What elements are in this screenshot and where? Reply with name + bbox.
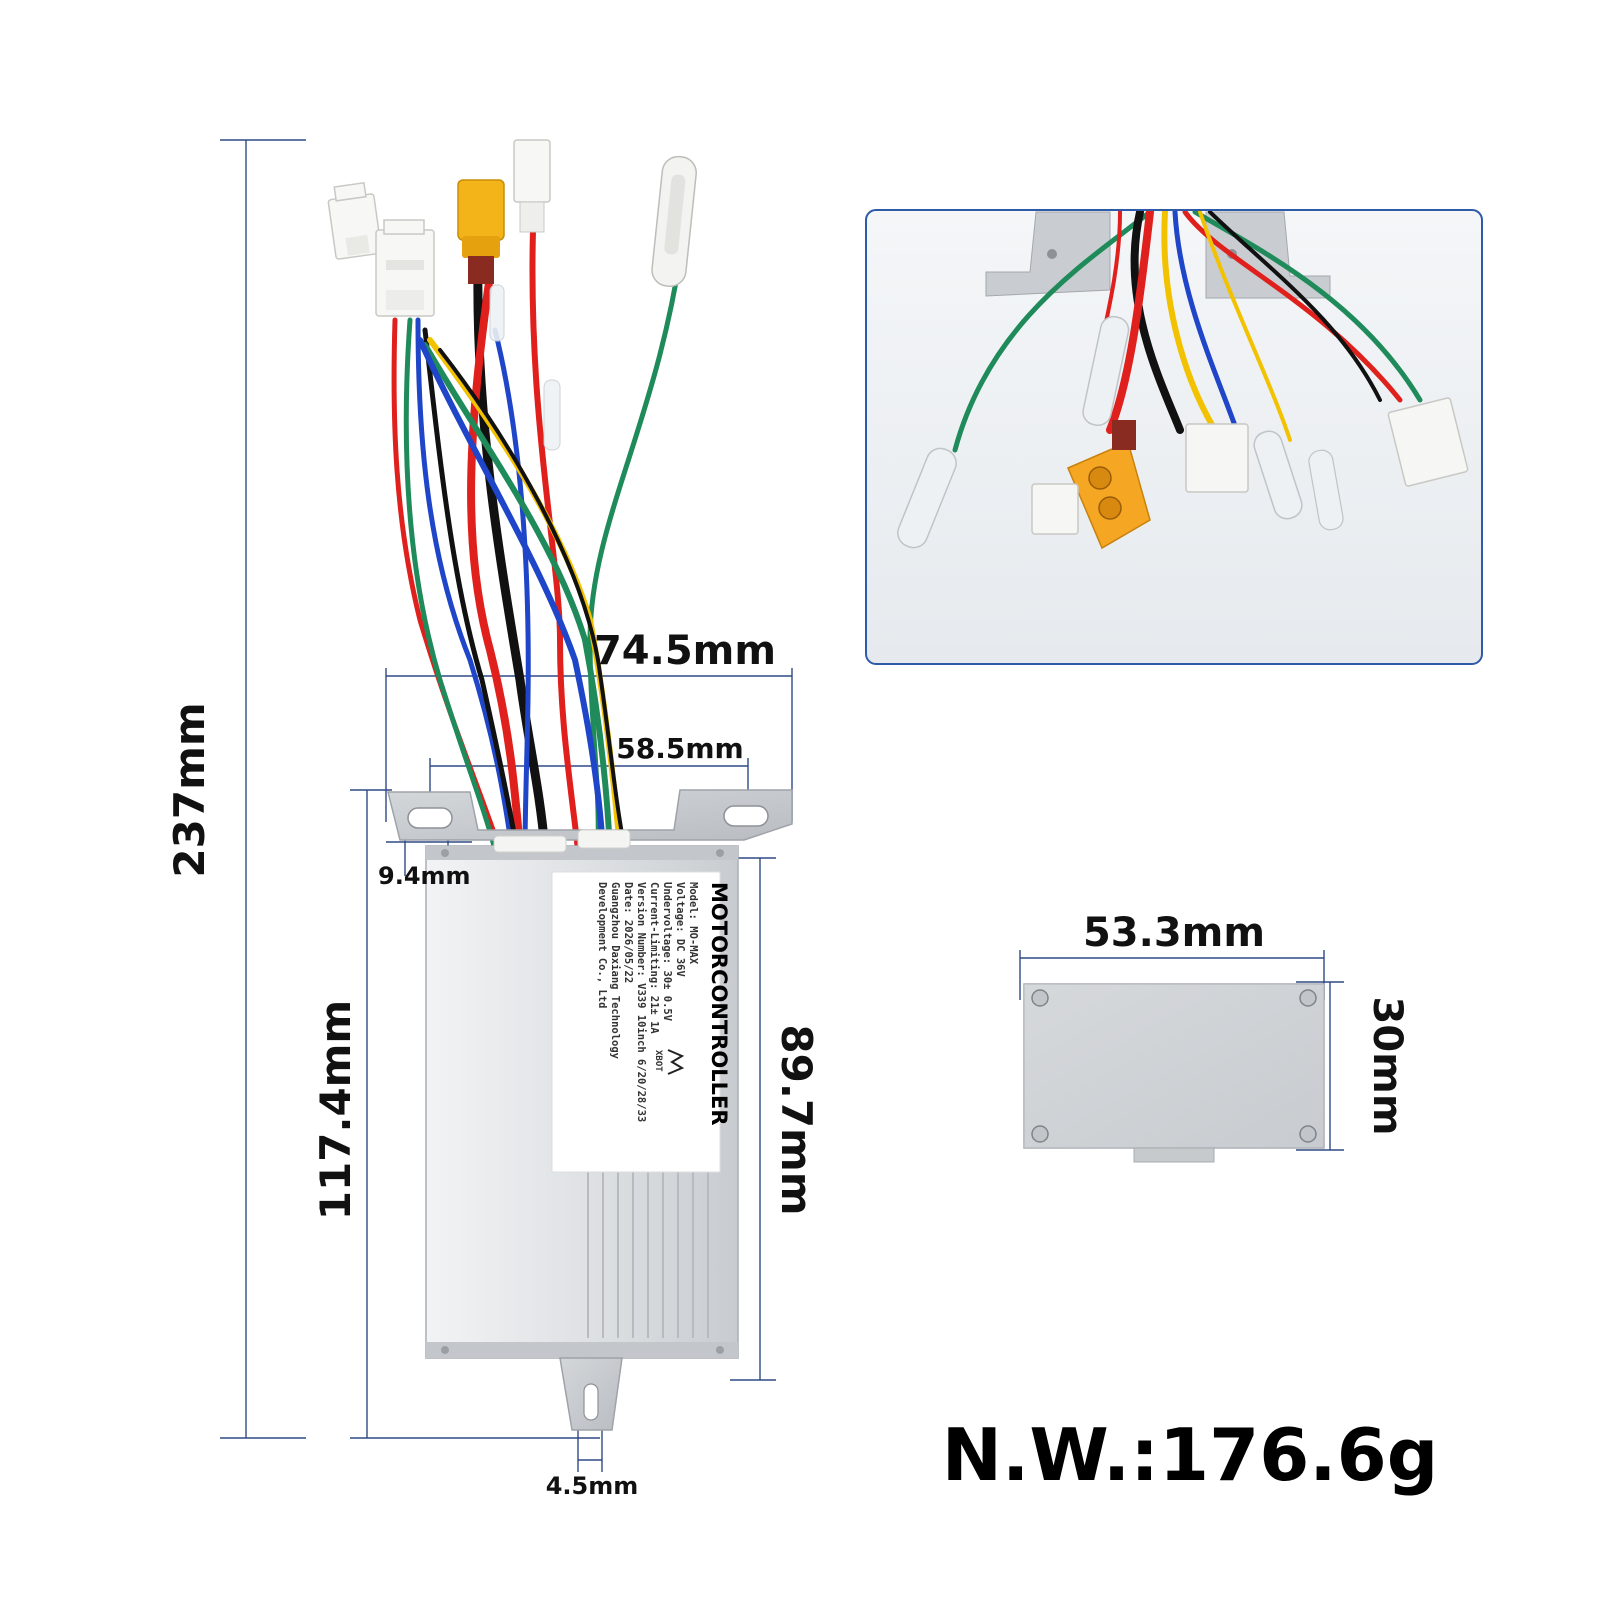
wire-sleeve xyxy=(489,284,505,342)
wire-sleeve xyxy=(543,379,561,451)
label-title: MOTORCONTROLLER xyxy=(707,882,731,1126)
wire-red-xt xyxy=(467,271,524,854)
wire-blue-hall xyxy=(415,317,515,853)
bracket-slot-left xyxy=(407,807,453,829)
cooling-fins xyxy=(587,1172,709,1338)
wire-black-2 xyxy=(438,348,627,852)
label-text-group: MOTORCONTROLLER Model: MO-MAX Voltage: D… xyxy=(596,882,731,1126)
label-line: Current-Limiting: 21± 1A xyxy=(648,882,660,1034)
bullet-closeup xyxy=(1253,430,1303,520)
label-line: Voltage: DC 36V xyxy=(674,882,686,978)
label-line: Guangzhou Daxiang Technology xyxy=(609,882,621,1060)
wire-blue-1 xyxy=(492,327,531,853)
wire-black-hall xyxy=(422,327,520,853)
dim-end-width: 53.3mm xyxy=(1083,910,1265,956)
brand-text: XBOT xyxy=(653,1050,663,1072)
two-pin-connector xyxy=(513,139,551,233)
dim-bottom-tab-width: 4.5mm xyxy=(546,1472,639,1500)
wire-green-2 xyxy=(422,342,613,853)
dim-bracket-outer-width: 74.5mm xyxy=(594,628,776,674)
dim-case-body-length: 89.7mm xyxy=(772,1024,821,1215)
jst-closeup xyxy=(1185,423,1249,493)
bullet-terminal xyxy=(651,155,697,288)
jst-closeup xyxy=(1387,397,1469,487)
brand-logo-icon: XBOT xyxy=(653,1049,685,1075)
dimension-lines xyxy=(220,139,793,1472)
bullet-closeup xyxy=(1308,449,1344,531)
product-label xyxy=(551,871,721,1173)
wire-blue-2 xyxy=(417,337,606,853)
bullet-closeup xyxy=(1082,315,1130,427)
wire-harness xyxy=(391,227,687,855)
dim-end-height: 30mm xyxy=(1364,996,1410,1135)
dim-bracket-hole-spacing: 58.5mm xyxy=(616,732,743,765)
jst-closeup xyxy=(1031,483,1079,535)
bullet-closeup xyxy=(897,447,957,549)
dim-bracket-height: 9.4mm xyxy=(378,862,471,890)
bracket-slot-right xyxy=(723,805,769,827)
top-bracket xyxy=(387,789,793,841)
controller-case xyxy=(387,789,793,1431)
jst-connector-mid xyxy=(375,219,435,317)
label-line: Development Co., Ltd xyxy=(596,882,608,1008)
xt-connector xyxy=(457,179,505,284)
dim-case-length-with-tab: 117.4mm xyxy=(311,1000,360,1220)
label-line: Date: 2026/05/22 xyxy=(622,882,634,983)
connector-closeup-panel xyxy=(865,209,1483,665)
label-line: Model: MO-MAX xyxy=(687,882,699,965)
label-line: Undervoltage: 30± 0.5V xyxy=(661,882,673,1022)
dim-total-length: 237mm xyxy=(165,702,214,877)
connectors xyxy=(327,139,697,451)
jst-connector-left xyxy=(327,181,383,260)
end-view xyxy=(1019,950,1344,1163)
end-view-screw-icon xyxy=(1031,989,1317,1143)
wire-green-hall xyxy=(403,317,498,853)
label-line: Version Number: V339 10inch 6/20/28/33 xyxy=(635,882,647,1122)
xt-connector-closeup xyxy=(1067,420,1151,550)
wire-black-xt xyxy=(473,265,550,855)
net-weight: N.W.:176.6g xyxy=(942,1413,1439,1497)
